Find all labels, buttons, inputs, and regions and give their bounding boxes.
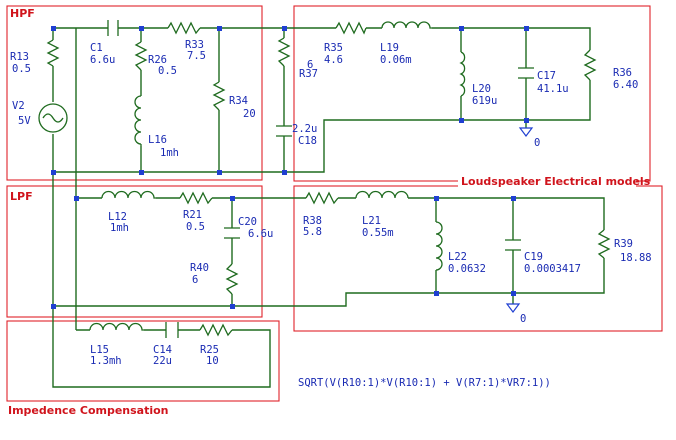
- c20-value: 6.6u: [248, 228, 273, 240]
- r36-name: R36: [613, 67, 632, 79]
- r37-value: 6: [307, 59, 313, 71]
- c14-value: 22u: [153, 355, 172, 367]
- c18-name: C18: [298, 135, 317, 147]
- l15-inductor: [89, 322, 144, 331]
- c19-name: C19: [524, 251, 543, 263]
- r21-name: R21: [183, 209, 202, 221]
- l12-inductor: [101, 190, 156, 199]
- hpf-section-box: [6, 5, 263, 181]
- r38-resistor: [305, 191, 339, 205]
- ground-label-bottom: 0: [520, 313, 526, 325]
- c18-value: 2.2u: [292, 123, 317, 135]
- r34-resistor: [212, 81, 226, 111]
- c1-name: C1: [90, 42, 103, 54]
- r40-name: R40: [190, 262, 209, 274]
- r40-resistor: [225, 263, 239, 295]
- r35-name: R35: [324, 42, 343, 54]
- l22-name: L22: [448, 251, 467, 263]
- r36-resistor: [583, 49, 597, 81]
- l16-inductor: [134, 95, 142, 146]
- l20-inductor: [459, 51, 466, 97]
- lpf-wiring: [52, 28, 605, 388]
- r26-name: R26: [148, 54, 167, 66]
- l21-name: L21: [362, 215, 381, 227]
- r25-value: 10: [206, 355, 219, 367]
- r13-resistor: [46, 39, 60, 67]
- l19-value: 0.06m: [380, 54, 412, 66]
- r35-resistor: [335, 21, 367, 35]
- r39-name: R39: [614, 238, 633, 250]
- r40-value: 6: [192, 274, 198, 286]
- lpf-section-box: [6, 185, 263, 318]
- c20-capacitor: [224, 227, 240, 239]
- hpf-title: HPF: [10, 7, 35, 20]
- c1-value: 6.6u: [90, 54, 115, 66]
- c19-capacitor: [505, 239, 521, 251]
- r37-resistor: [277, 37, 291, 67]
- v2-voltage-source: [38, 103, 68, 133]
- l12-value: 1mh: [110, 222, 129, 234]
- junction-nodes: [51, 26, 529, 309]
- l15-value: 1.3mh: [90, 355, 122, 367]
- r13-name: R13: [10, 51, 29, 63]
- r26-value: 0.5: [158, 65, 177, 77]
- c20-name: C20: [238, 216, 257, 228]
- c14-capacitor: [165, 322, 179, 338]
- l19-inductor: [381, 21, 432, 29]
- r25-name: R25: [200, 344, 219, 356]
- c1-capacitor: [107, 20, 119, 36]
- ground-label-top: 0: [534, 137, 540, 149]
- r36-value: 6.40: [613, 79, 638, 91]
- l20-value: 619u: [472, 95, 497, 107]
- l15-name: L15: [90, 344, 109, 356]
- c17-name: C17: [537, 70, 556, 82]
- hpf-wiring: [52, 27, 591, 173]
- loudspeaker-section-box-bottom: [293, 185, 663, 332]
- r34-value: 20: [243, 108, 256, 120]
- l16-name: L16: [148, 134, 167, 146]
- ground-symbol-bottom: [505, 303, 521, 313]
- c17-capacitor: [518, 67, 534, 79]
- l12-name: L12: [108, 211, 127, 223]
- loudspeaker-title: Loudspeaker Electrical models: [461, 175, 651, 188]
- r39-resistor: [597, 229, 611, 259]
- l21-inductor: [355, 190, 409, 199]
- r35-value: 4.6: [324, 54, 343, 66]
- r38-name: R38: [303, 215, 322, 227]
- r25-resistor: [199, 323, 233, 337]
- r21-resistor: [179, 191, 213, 205]
- r39-value: 18.88: [620, 252, 652, 264]
- ground-symbol-top: [518, 127, 534, 137]
- l22-value: 0.0632: [448, 263, 486, 275]
- l22-inductor: [435, 221, 443, 271]
- r37-name: R37: [299, 68, 318, 80]
- c17-value: 41.1u: [537, 83, 569, 95]
- r21-value: 0.5: [186, 221, 205, 233]
- r34-name: R34: [229, 95, 248, 107]
- impedance-title: Impedence Compensation: [8, 404, 169, 417]
- r26-resistor: [134, 41, 148, 71]
- l19-name: L19: [380, 42, 399, 54]
- lpf-title: LPF: [10, 190, 33, 203]
- r13-value: 0.5: [12, 63, 31, 75]
- r33-resistor: [167, 21, 201, 35]
- c18-capacitor: [276, 125, 292, 137]
- v2-name: V2: [12, 100, 25, 112]
- v2-value: 5V: [18, 115, 31, 127]
- r38-value: 5.8: [303, 226, 322, 238]
- impedance-section-box: [6, 320, 280, 402]
- c14-name: C14: [153, 344, 172, 356]
- impedance-expression: SQRT(V(R10:1)*V(R10:1) + V(R7:1)*VR7:1)): [298, 377, 551, 389]
- l16-value: 1mh: [160, 147, 179, 159]
- r33-name: R33: [185, 39, 204, 51]
- r33-value: 7.5: [187, 50, 206, 62]
- l21-value: 0.55m: [362, 227, 394, 239]
- c19-value: 0.0003417: [524, 263, 581, 275]
- l20-name: L20: [472, 83, 491, 95]
